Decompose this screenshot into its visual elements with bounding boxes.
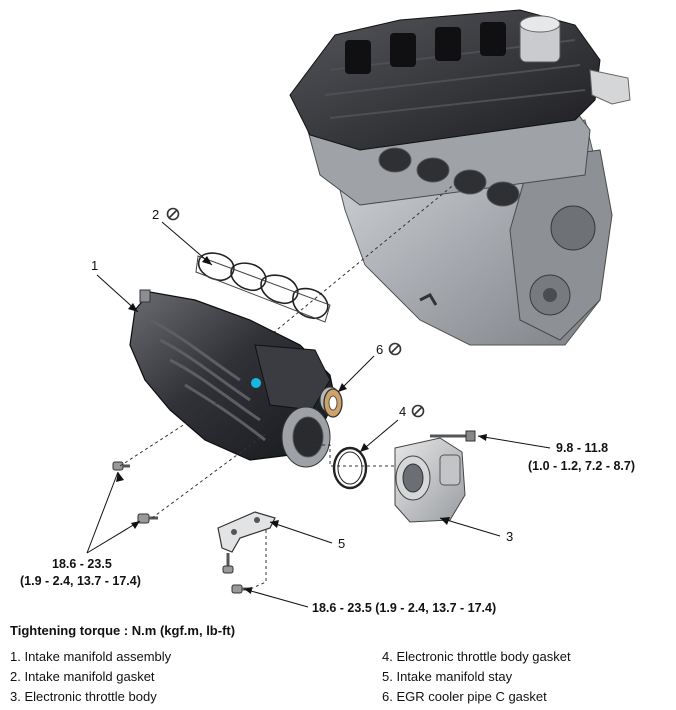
no-reuse-icon: [388, 342, 402, 356]
cylinder-head-intake-ports: [378, 147, 520, 207]
no-reuse-icon: [411, 404, 425, 418]
legend-item: 1. Intake manifold assembly: [10, 649, 172, 664]
torque-manifold-line2: (1.9 - 2.4, 13.7 - 17.4): [20, 574, 141, 588]
legend-right: 4. Electronic throttle body gasket 5. In…: [382, 647, 571, 707]
legend-item: 6. EGR cooler pipe C gasket: [382, 689, 547, 704]
intake-manifold-gasket: [195, 252, 331, 323]
callout-2: 2: [152, 207, 159, 222]
throttle-body-bolt: [430, 430, 476, 442]
electronic-throttle-body-gasket: [332, 446, 368, 490]
torque-stay-bolt: 18.6 - 23.5 (1.9 - 2.4, 13.7 - 17.4): [312, 601, 496, 615]
torque-throttle-line2: (1.0 - 1.2, 7.2 - 8.7): [528, 459, 635, 473]
exploded-view-diagram: 1 2 3 4 5 6 9.8 - 11.8 (1.0 - 1.2, 7.2 -…: [20, 9, 635, 615]
legend-item: 3. Electronic throttle body: [10, 689, 157, 704]
tightening-torque-title: Tightening torque : N.m (kgf.m, lb-ft): [10, 623, 236, 638]
legend-item: 4. Electronic throttle body gasket: [382, 649, 571, 664]
legend-left: 1. Intake manifold assembly 2. Intake ma…: [10, 647, 171, 707]
torque-throttle-line1: 9.8 - 11.8: [556, 441, 608, 455]
callout-1: 1: [91, 258, 98, 273]
legend-item: 2. Intake manifold gasket: [10, 669, 155, 684]
intake-manifold-stay: [217, 511, 276, 553]
manifold-throttle-inlet: [281, 406, 331, 468]
torque-manifold-line1: 18.6 - 23.5: [52, 557, 112, 571]
electronic-throttle-body: [394, 437, 466, 523]
manifold-bolt-lower: [137, 513, 158, 524]
callout-4: 4: [399, 404, 406, 419]
marker-dot: [251, 378, 261, 388]
ignition-coils: [345, 22, 506, 74]
no-reuse-icon: [166, 207, 180, 221]
callout-3: 3: [506, 529, 513, 544]
engine-assembly: [289, 9, 631, 346]
callout-5: 5: [338, 536, 345, 551]
intake-manifold-assembly: [129, 289, 341, 468]
fuel-pump: [519, 15, 561, 63]
legend-item: 5. Intake manifold stay: [382, 669, 513, 684]
manifold-bolt-upper: [112, 461, 130, 471]
stay-bolt-upper: [222, 553, 234, 574]
callout-6: 6: [376, 342, 383, 357]
egr-cooler-pipe-c-gasket: [323, 388, 343, 418]
